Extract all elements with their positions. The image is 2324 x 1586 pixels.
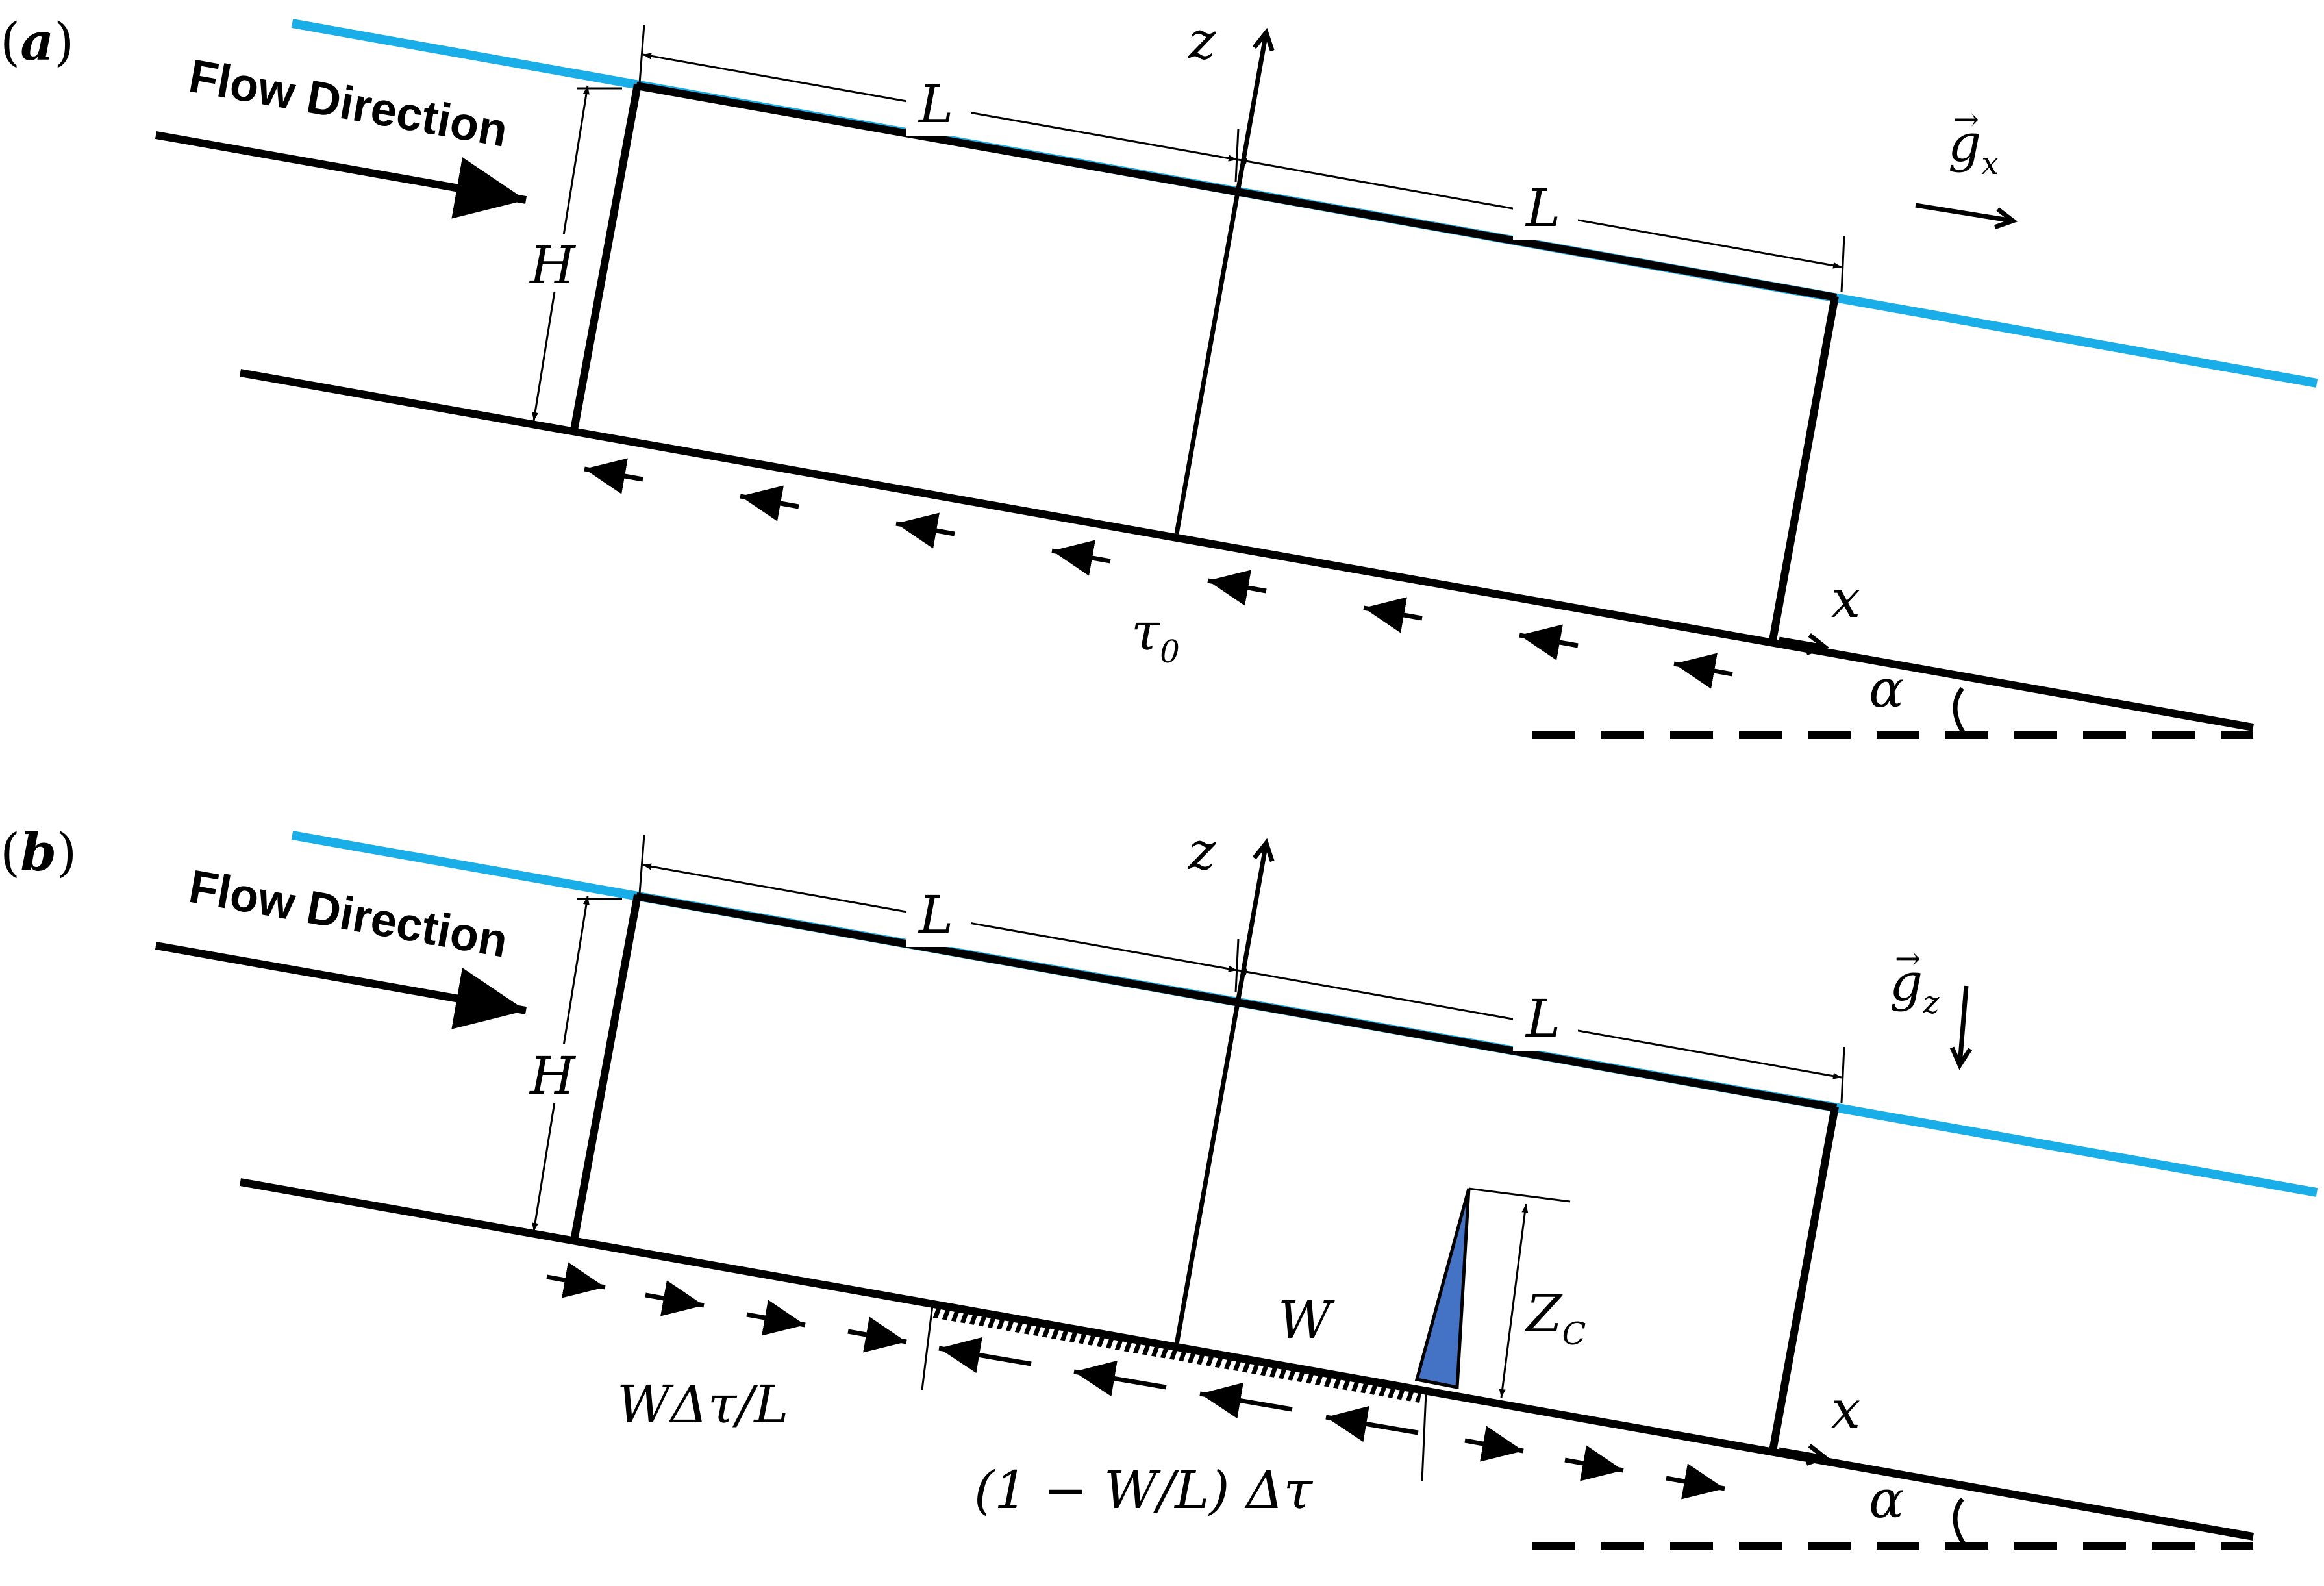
domain-right-edge bbox=[1769, 1105, 1839, 1452]
l1-label-bg bbox=[906, 71, 971, 136]
wall-shear-arrows-b-positive bbox=[546, 1262, 1725, 1500]
l2-label-bg bbox=[1513, 175, 1578, 240]
flow-direction-arrow bbox=[155, 942, 527, 1029]
l-ext-left bbox=[638, 24, 645, 84]
tau0-label: τ0 bbox=[1131, 601, 1180, 670]
region-boundary-tick bbox=[921, 1305, 934, 1391]
zc-label: ZC bbox=[1524, 1283, 1586, 1352]
z-axis bbox=[1174, 838, 1275, 1345]
shear-arrow bbox=[546, 1262, 606, 1298]
l-ext-right bbox=[1840, 236, 1845, 293]
zc-ext-top bbox=[1468, 1187, 1571, 1203]
z-axis bbox=[1174, 27, 1275, 535]
length-label-1: L bbox=[918, 74, 953, 134]
alpha-angle-arc bbox=[1953, 1497, 1966, 1546]
length-label-2: L bbox=[1525, 988, 1560, 1049]
flow-direction-label: Flow Direction bbox=[185, 861, 511, 968]
shear-arrow bbox=[895, 512, 955, 549]
shear-arrow bbox=[1673, 653, 1733, 689]
shear-arrow bbox=[645, 1280, 705, 1316]
zc-dimension-line bbox=[1499, 1203, 1529, 1398]
shear-arrow bbox=[1564, 1445, 1624, 1481]
x-axis-label: x bbox=[1831, 569, 1860, 629]
l-ext-mid bbox=[1234, 938, 1240, 993]
l-ext-right bbox=[1840, 1046, 1845, 1103]
x-axis-arrow bbox=[1779, 1444, 1830, 1466]
height-label-bg bbox=[529, 1044, 581, 1103]
domain-right-edge bbox=[1769, 295, 1839, 642]
roughness-element-obstacle bbox=[1414, 1188, 1471, 1389]
shear-arrow bbox=[1666, 1463, 1725, 1500]
l2-label-bg bbox=[1513, 986, 1578, 1051]
shear-arrow bbox=[584, 458, 643, 494]
height-label: H bbox=[529, 1046, 577, 1106]
alpha-angle-arc bbox=[1953, 686, 1966, 735]
domain-left-edge bbox=[570, 894, 642, 1242]
gz-label: gz bbox=[1890, 952, 1940, 1021]
gx-arrow bbox=[1915, 203, 2018, 230]
x-axis-arrow bbox=[1779, 633, 1830, 655]
region-boundary-tick bbox=[1421, 1392, 1427, 1481]
l-ext-left bbox=[638, 835, 645, 894]
negative-shear-label: (1 − W/L) Δτ bbox=[974, 1460, 1314, 1520]
wall-shear-arrows-b-negative bbox=[938, 1337, 1419, 1442]
shear-arrow bbox=[938, 1337, 1032, 1374]
panel-b-label: (b) bbox=[0, 822, 77, 883]
length-label-1: L bbox=[918, 885, 953, 945]
panel-b: (b) α z x H L L Flow Direction bbox=[0, 821, 2318, 1550]
shear-arrow bbox=[1519, 624, 1579, 661]
alpha-label: α bbox=[1869, 659, 1904, 719]
domain-left-edge bbox=[570, 83, 642, 431]
panel-a-label: (a) bbox=[0, 11, 74, 72]
shear-arrow bbox=[1325, 1405, 1419, 1442]
roughness-hatched-strip bbox=[930, 1304, 1422, 1403]
positive-shear-label: WΔτ/L bbox=[617, 1374, 788, 1435]
z-axis-label: z bbox=[1188, 821, 1216, 881]
height-label-bg bbox=[529, 234, 581, 292]
shear-arrow bbox=[1464, 1426, 1524, 1462]
alpha-label: α bbox=[1869, 1469, 1904, 1529]
z-axis-label: z bbox=[1188, 10, 1216, 71]
shear-arrow bbox=[1051, 540, 1111, 576]
wall-shear-arrows-a bbox=[584, 458, 1733, 689]
gz-vector-mark: → bbox=[1895, 940, 1921, 977]
shear-arrow bbox=[1363, 597, 1423, 633]
shear-arrow bbox=[740, 485, 799, 522]
channel-bed-line bbox=[239, 369, 2255, 731]
x-axis-label: x bbox=[1831, 1379, 1860, 1440]
height-label: H bbox=[529, 235, 577, 296]
shear-arrow bbox=[746, 1300, 806, 1336]
panel-a: (a) α z x H L L Flow bbox=[0, 10, 2318, 739]
shear-arrow bbox=[1207, 570, 1267, 606]
shear-arrow bbox=[1073, 1360, 1167, 1397]
width-label: W bbox=[1278, 1290, 1335, 1350]
l-ext-mid bbox=[1234, 128, 1240, 183]
gz-arrow bbox=[1949, 985, 1973, 1070]
l1-label-bg bbox=[906, 882, 971, 947]
flow-direction-label: Flow Direction bbox=[185, 50, 511, 157]
gx-label: gx bbox=[1948, 113, 1999, 182]
shear-arrow bbox=[1199, 1382, 1293, 1419]
shear-arrow bbox=[847, 1316, 907, 1353]
length-label-2: L bbox=[1525, 178, 1560, 238]
gx-vector-mark: → bbox=[1953, 101, 1979, 138]
flow-direction-arrow bbox=[155, 131, 527, 219]
